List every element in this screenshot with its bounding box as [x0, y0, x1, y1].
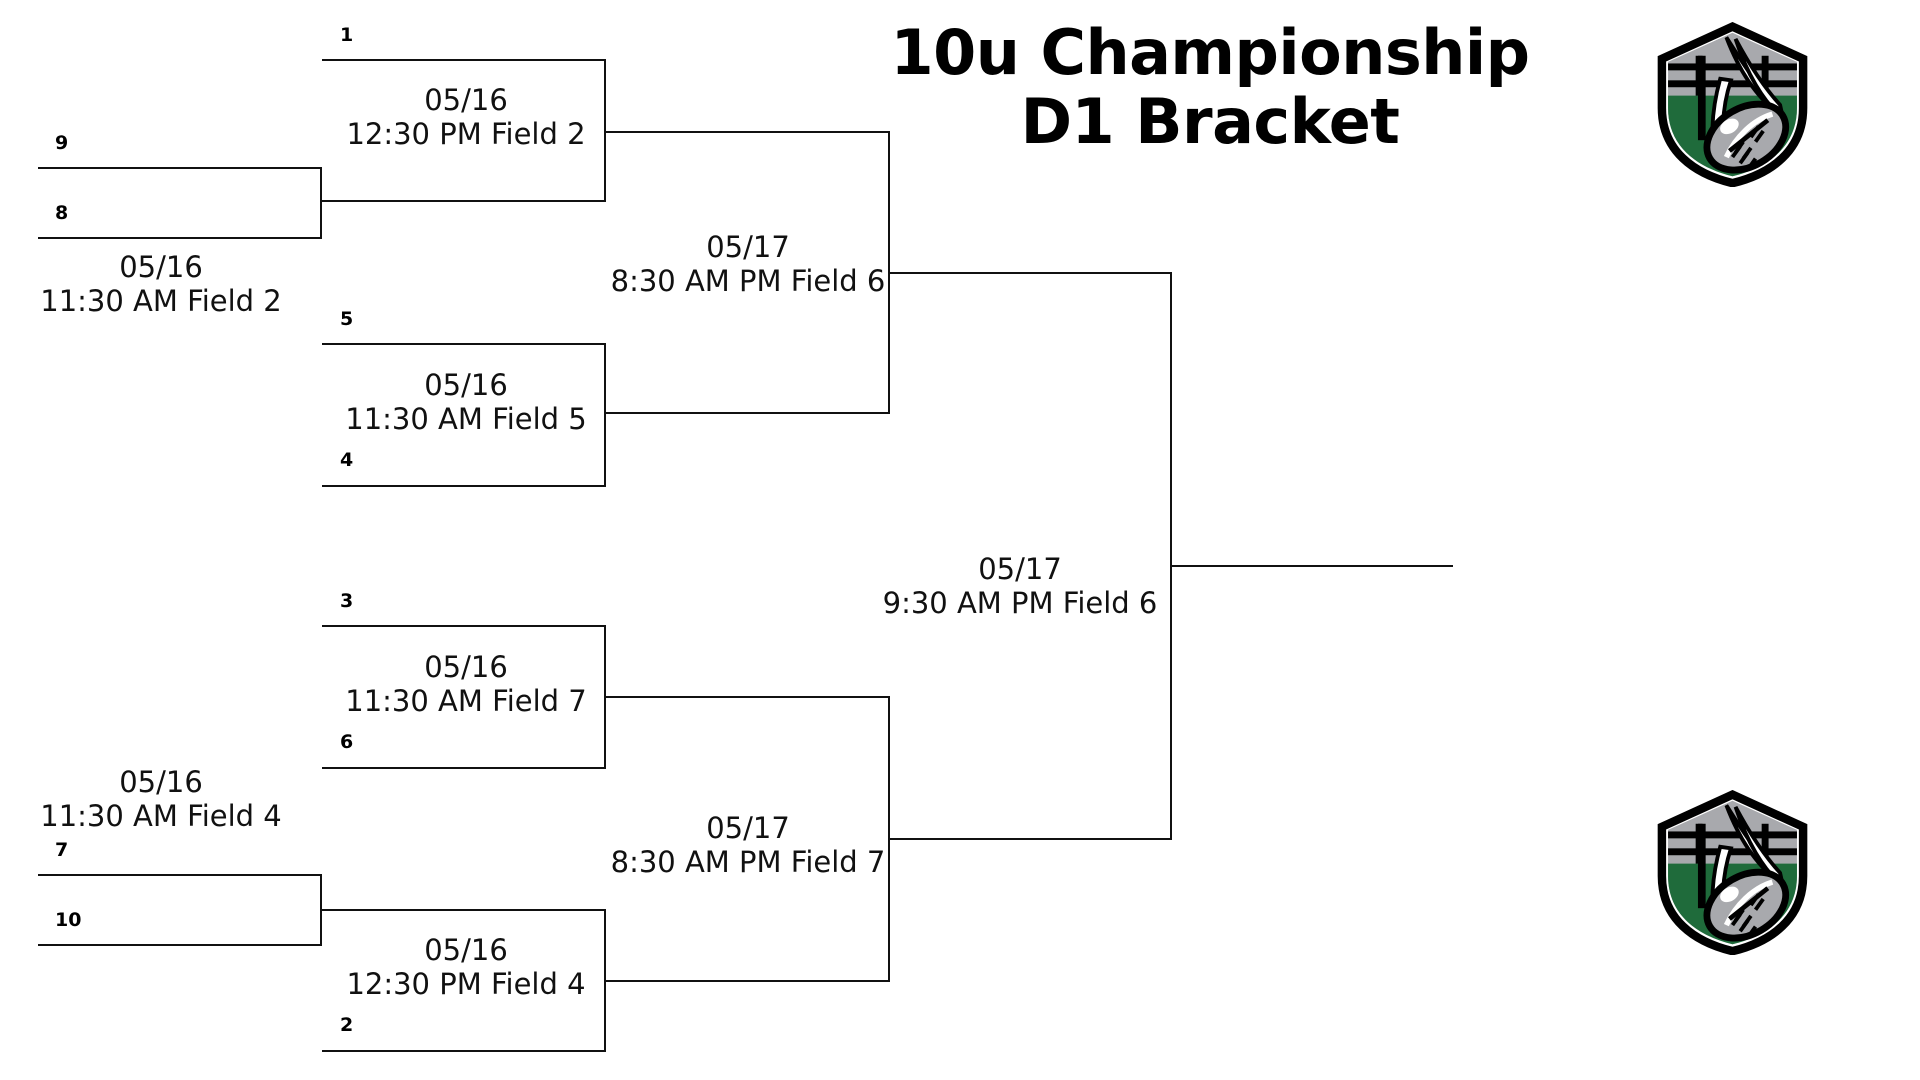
- seed-label-8: 8: [55, 202, 69, 224]
- shield-football-logo-svg: [1657, 21, 1808, 188]
- final-top-line: [888, 272, 1172, 274]
- seed-label-2: 2: [340, 1014, 354, 1036]
- r1-m2-top-line: [38, 874, 322, 876]
- r2-m1-bottom-line: [322, 200, 606, 202]
- r2-m4-bottom-line: [322, 1050, 606, 1052]
- match-time-field-r2-m1: 12:30 PM Field 2: [346, 117, 586, 152]
- shield-football-logo-secondary: [1655, 789, 1810, 956]
- shield-football-logo: [1655, 21, 1810, 188]
- r2-m3-bottom-line: [322, 767, 606, 769]
- match-info-r2-m4: 05/16 12:30 PM Field 4: [326, 933, 606, 1001]
- match-info-r2-m2: 05/16 11:30 AM Field 5: [326, 368, 606, 436]
- r1-m2-right-connector: [320, 874, 322, 946]
- match-info-r1-m2: 05/16 11:30 AM Field 4: [16, 765, 306, 833]
- seed-label-1: 1: [340, 24, 354, 46]
- match-info-r2-m1: 05/16 12:30 PM Field 2: [326, 83, 606, 151]
- match-time-field-sf-1: 8:30 AM PM Field 6: [610, 264, 886, 299]
- sf-2-bottom-line: [606, 980, 890, 982]
- match-time-field-r1-m2: 11:30 AM Field 4: [40, 799, 282, 834]
- r1-m1-right-connector: [320, 167, 322, 239]
- r2-m1-top-line: [322, 59, 606, 61]
- seed-label-3: 3: [340, 590, 354, 612]
- seed-label-6: 6: [340, 731, 354, 753]
- r1-m1-bottom-line: [38, 237, 322, 239]
- r2-m2-bottom-line: [322, 485, 606, 487]
- seed-label-7: 7: [55, 839, 69, 861]
- r2-m4-top-line: [322, 909, 606, 911]
- seed-label-10: 10: [55, 909, 82, 931]
- champion-line: [1170, 565, 1453, 567]
- r2-m2-top-line: [322, 343, 606, 345]
- match-date-sf-2: 05/17: [706, 811, 790, 845]
- match-info-r2-m3: 05/16 11:30 AM Field 7: [326, 650, 606, 718]
- match-time-field-final: 9:30 AM PM Field 6: [882, 586, 1158, 621]
- match-date-r2-m2: 05/16: [424, 368, 508, 402]
- seed-label-5: 5: [340, 308, 354, 330]
- r2-m2-right-connector: [604, 343, 606, 487]
- r1-m1-top-line: [38, 167, 322, 169]
- match-info-r1-m1: 05/16 11:30 AM Field 2: [16, 250, 306, 318]
- shield-football-logo-secondary-svg: [1657, 789, 1808, 956]
- sf-2-top-line: [606, 696, 890, 698]
- final-right-connector: [1170, 272, 1172, 840]
- r2-m4-right-connector: [604, 909, 606, 1052]
- r2-m3-top-line: [322, 625, 606, 627]
- match-info-sf-1: 05/17 8:30 AM PM Field 6: [608, 230, 888, 298]
- r2-m3-right-connector: [604, 625, 606, 769]
- match-date-r1-m2: 05/16: [119, 765, 203, 799]
- final-bottom-line: [888, 838, 1172, 840]
- match-time-field-r2-m3: 11:30 AM Field 7: [345, 684, 587, 719]
- match-info-final: 05/17 9:30 AM PM Field 6: [880, 552, 1160, 620]
- match-date-r1-m1: 05/16: [119, 250, 203, 284]
- match-date-sf-1: 05/17: [706, 230, 790, 264]
- match-time-field-r2-m4: 12:30 PM Field 4: [346, 967, 586, 1002]
- page-title-line2: D1 Bracket: [1020, 85, 1400, 159]
- r2-m1-right-connector: [604, 59, 606, 202]
- match-date-final: 05/17: [978, 552, 1062, 586]
- sf-1-bottom-line: [606, 412, 890, 414]
- page-title: 10u Championship D1 Bracket: [760, 18, 1660, 157]
- match-time-field-r2-m2: 11:30 AM Field 5: [345, 402, 587, 437]
- match-date-r2-m1: 05/16: [424, 83, 508, 117]
- seed-label-9: 9: [55, 132, 69, 154]
- match-time-field-sf-2: 8:30 AM PM Field 7: [610, 845, 886, 880]
- match-date-r2-m3: 05/16: [424, 650, 508, 684]
- page-title-line1: 10u Championship: [890, 16, 1530, 89]
- match-time-field-r1-m1: 11:30 AM Field 2: [40, 284, 282, 319]
- r1-m2-bottom-line: [38, 944, 322, 946]
- match-info-sf-2: 05/17 8:30 AM PM Field 7: [608, 811, 888, 879]
- match-date-r2-m4: 05/16: [424, 933, 508, 967]
- sf-1-top-line: [606, 131, 890, 133]
- seed-label-4: 4: [340, 449, 354, 471]
